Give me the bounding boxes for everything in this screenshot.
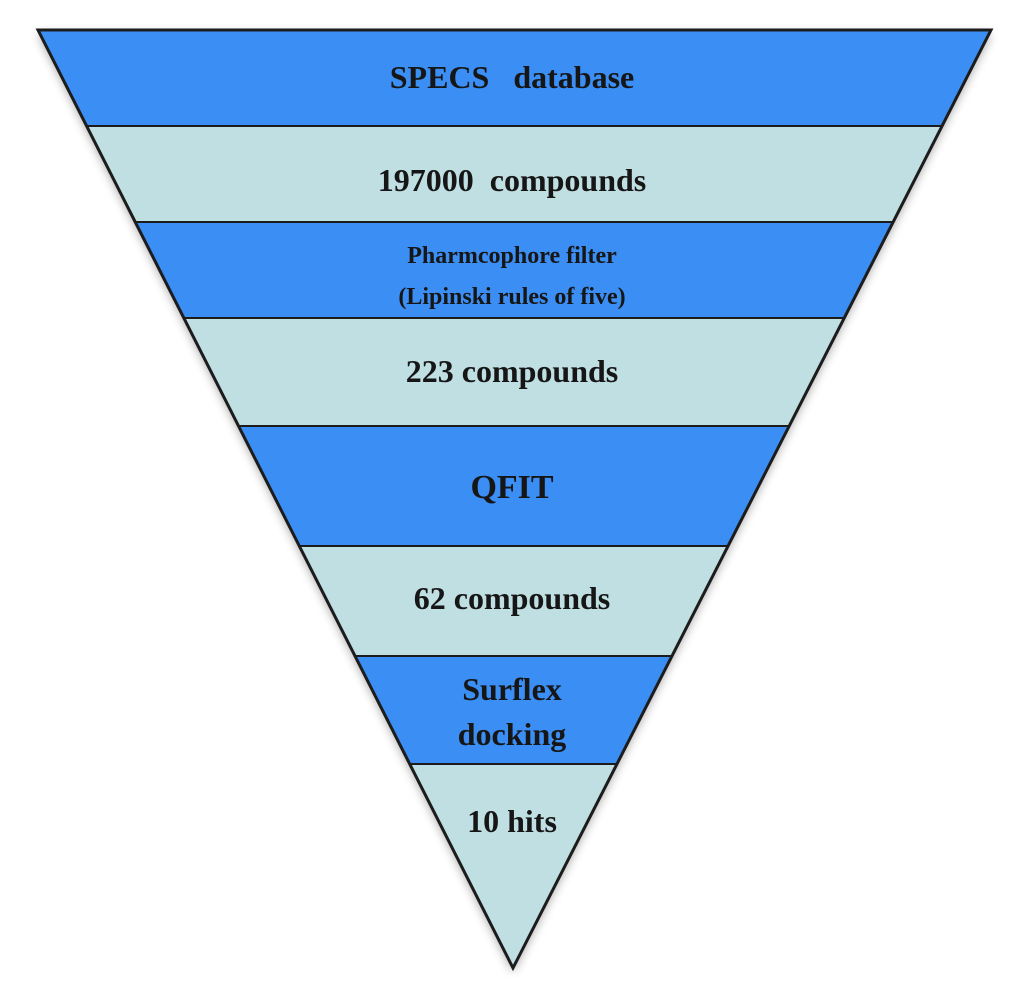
funnel-outline	[35, 28, 994, 972]
funnel-band-197000-compounds	[86, 126, 943, 222]
stage-label-197000-compounds: 197000 compounds	[377, 162, 647, 198]
funnel-band-10-hits	[409, 764, 617, 968]
funnel-band-specs-database	[38, 30, 991, 126]
funnel-band-223-compounds	[183, 318, 845, 426]
stage-label-qfit: QFIT	[470, 469, 554, 506]
stage-label-surflex-docking: Surflex docking	[457, 671, 567, 752]
stage-label-223-compounds: 223 compounds	[405, 353, 619, 389]
stage-label-pharmacophore-filter: Pharmcophore filter (Lipinski rules of f…	[398, 243, 626, 310]
funnel-band-qfit	[238, 426, 790, 546]
stage-label-specs-database: SPECS database	[389, 59, 635, 95]
stage-label-62-compounds: 62 compounds	[413, 580, 611, 616]
funnel-band-surflex-docking	[355, 656, 672, 764]
stage-label-10-hits: 10 hits	[467, 803, 557, 839]
funnel-band-62-compounds	[299, 546, 729, 656]
funnel-band-pharmacophore-filter	[135, 222, 894, 318]
